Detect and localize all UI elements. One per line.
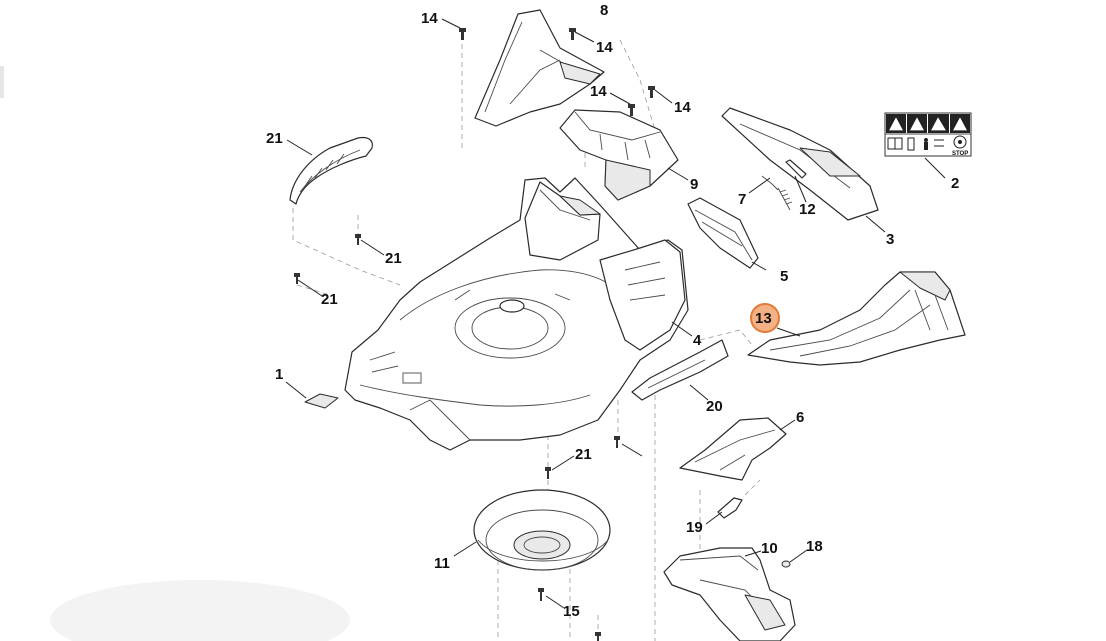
background-smudge [50, 580, 350, 641]
part-5-flap [687, 197, 759, 269]
part-2-warning-sticker: STOP [884, 112, 972, 157]
warning-hand-icon [886, 114, 906, 133]
part-1-label [304, 393, 339, 409]
callout-6[interactable]: 6 [796, 409, 804, 426]
callout-14-top-mid[interactable]: 14 [596, 39, 613, 56]
stop-blade-icon [953, 135, 967, 149]
screw-21-left [294, 273, 300, 284]
part-13-ejection-chute [747, 271, 966, 366]
callout-5[interactable]: 5 [780, 268, 788, 285]
left-edge-tab [0, 66, 4, 98]
screw-bottom [595, 632, 601, 641]
screw-14-top-left [459, 28, 466, 40]
callout-15[interactable]: 15 [563, 603, 580, 620]
screw-21-upper [355, 234, 361, 245]
part-4-mower-deck [344, 177, 689, 451]
sticker-stop-text: STOP [952, 151, 968, 157]
callout-labels: 14 8 14 14 14 21 9 7 12 3 2 21 21 5 4 13… [266, 2, 959, 620]
screw-14-mid-left [628, 104, 635, 116]
part-19-side-strip [631, 339, 729, 401]
callout-19[interactable]: 20 [706, 398, 723, 415]
callout-14-mid-left[interactable]: 14 [590, 83, 607, 100]
part-20-side-trim [289, 136, 373, 205]
manual-book-icon [887, 137, 903, 150]
part-18-clip [717, 497, 743, 519]
part-16-grommet [781, 560, 791, 568]
callout-14-top-left[interactable]: 14 [421, 10, 438, 27]
part-3-rear-flap [721, 107, 879, 221]
warning-blade-icon [928, 114, 949, 133]
part-12-pin [785, 159, 807, 179]
part-11-blade-dish [473, 489, 611, 571]
callout-4[interactable]: 4 [693, 332, 702, 349]
callout-21-left[interactable]: 21 [321, 291, 338, 308]
callout-21-mid[interactable]: 21 [575, 446, 592, 463]
part-6-baffle-plate [679, 417, 787, 481]
callout-13[interactable]: 13 [755, 310, 772, 327]
warning-foot-icon [950, 114, 970, 133]
callout-8[interactable]: 8 [600, 2, 608, 19]
callout-18[interactable]: 19 [686, 519, 703, 536]
warning-thrown-object-icon [907, 114, 927, 133]
callout-20[interactable]: 21 [266, 130, 283, 147]
part-7-spring [761, 175, 793, 211]
part-9-rear-bracket [559, 109, 679, 201]
screw-14-mid-right [648, 86, 655, 98]
screw-14-top-mid [569, 28, 576, 40]
screw-21-right [614, 436, 620, 448]
screws [294, 28, 655, 641]
callout-2[interactable]: 2 [951, 175, 959, 192]
part-10-lower-chute [663, 547, 796, 641]
callout-11[interactable]: 11 [434, 555, 450, 572]
callout-3[interactable]: 3 [886, 231, 894, 248]
callout-10[interactable]: 10 [761, 540, 778, 557]
leader-lines [285, 18, 946, 609]
callout-14-mid-right[interactable]: 14 [674, 99, 691, 116]
callout-16[interactable]: 18 [806, 538, 823, 555]
part-8-upper-chute [474, 9, 605, 127]
callout-12[interactable]: 12 [799, 201, 816, 218]
callout-21-upper[interactable]: 21 [385, 250, 402, 267]
callout-7[interactable]: 7 [738, 191, 746, 208]
highlight-circle-13[interactable] [750, 303, 780, 333]
callout-1[interactable]: 1 [275, 366, 283, 383]
screw-21-mid [545, 467, 551, 479]
distance-bystander-icon [907, 137, 944, 151]
callout-9[interactable]: 9 [690, 176, 698, 193]
screw-15 [538, 588, 544, 601]
